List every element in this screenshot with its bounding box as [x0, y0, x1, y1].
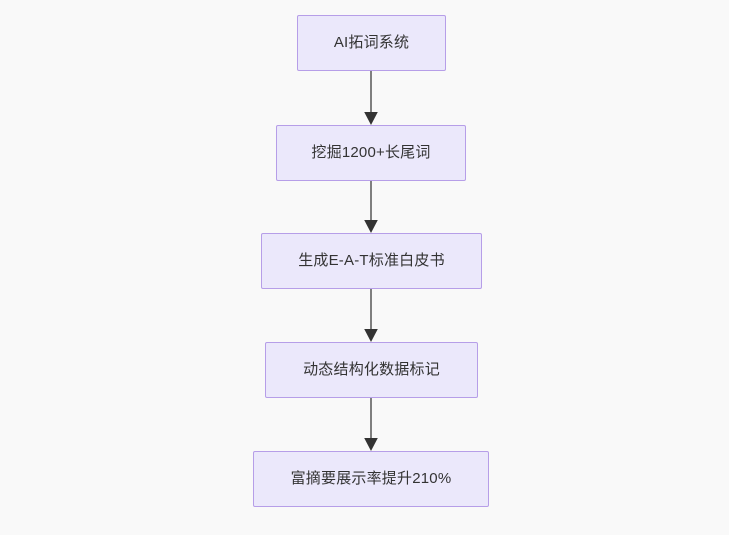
node-label: 动态结构化数据标记: [303, 361, 440, 378]
node-label: 挖掘1200+长尾词: [311, 144, 431, 161]
flowchart-edge-n1-n2: [359, 71, 383, 125]
flowchart-edge-n3-n4: [359, 289, 383, 342]
flowchart-node-generate-eat-whitepaper[interactable]: 生成E-A-T标准白皮书: [261, 233, 482, 289]
node-label: 富摘要展示率提升210%: [290, 470, 452, 487]
flowchart-edge-n4-n5: [359, 398, 383, 451]
flowchart-node-mine-longtail-keywords[interactable]: 挖掘1200+长尾词: [276, 125, 466, 181]
flowchart-node-ai-keyword-system[interactable]: AI拓词系统: [297, 15, 446, 71]
node-label: AI拓词系统: [333, 34, 410, 51]
node-label: 生成E-A-T标准白皮书: [298, 252, 445, 269]
flowchart-edge-n2-n3: [359, 181, 383, 233]
flowchart-node-rich-snippet-impression-lift[interactable]: 富摘要展示率提升210%: [253, 451, 489, 507]
flowchart-node-dynamic-structured-data-markup[interactable]: 动态结构化数据标记: [265, 342, 478, 398]
